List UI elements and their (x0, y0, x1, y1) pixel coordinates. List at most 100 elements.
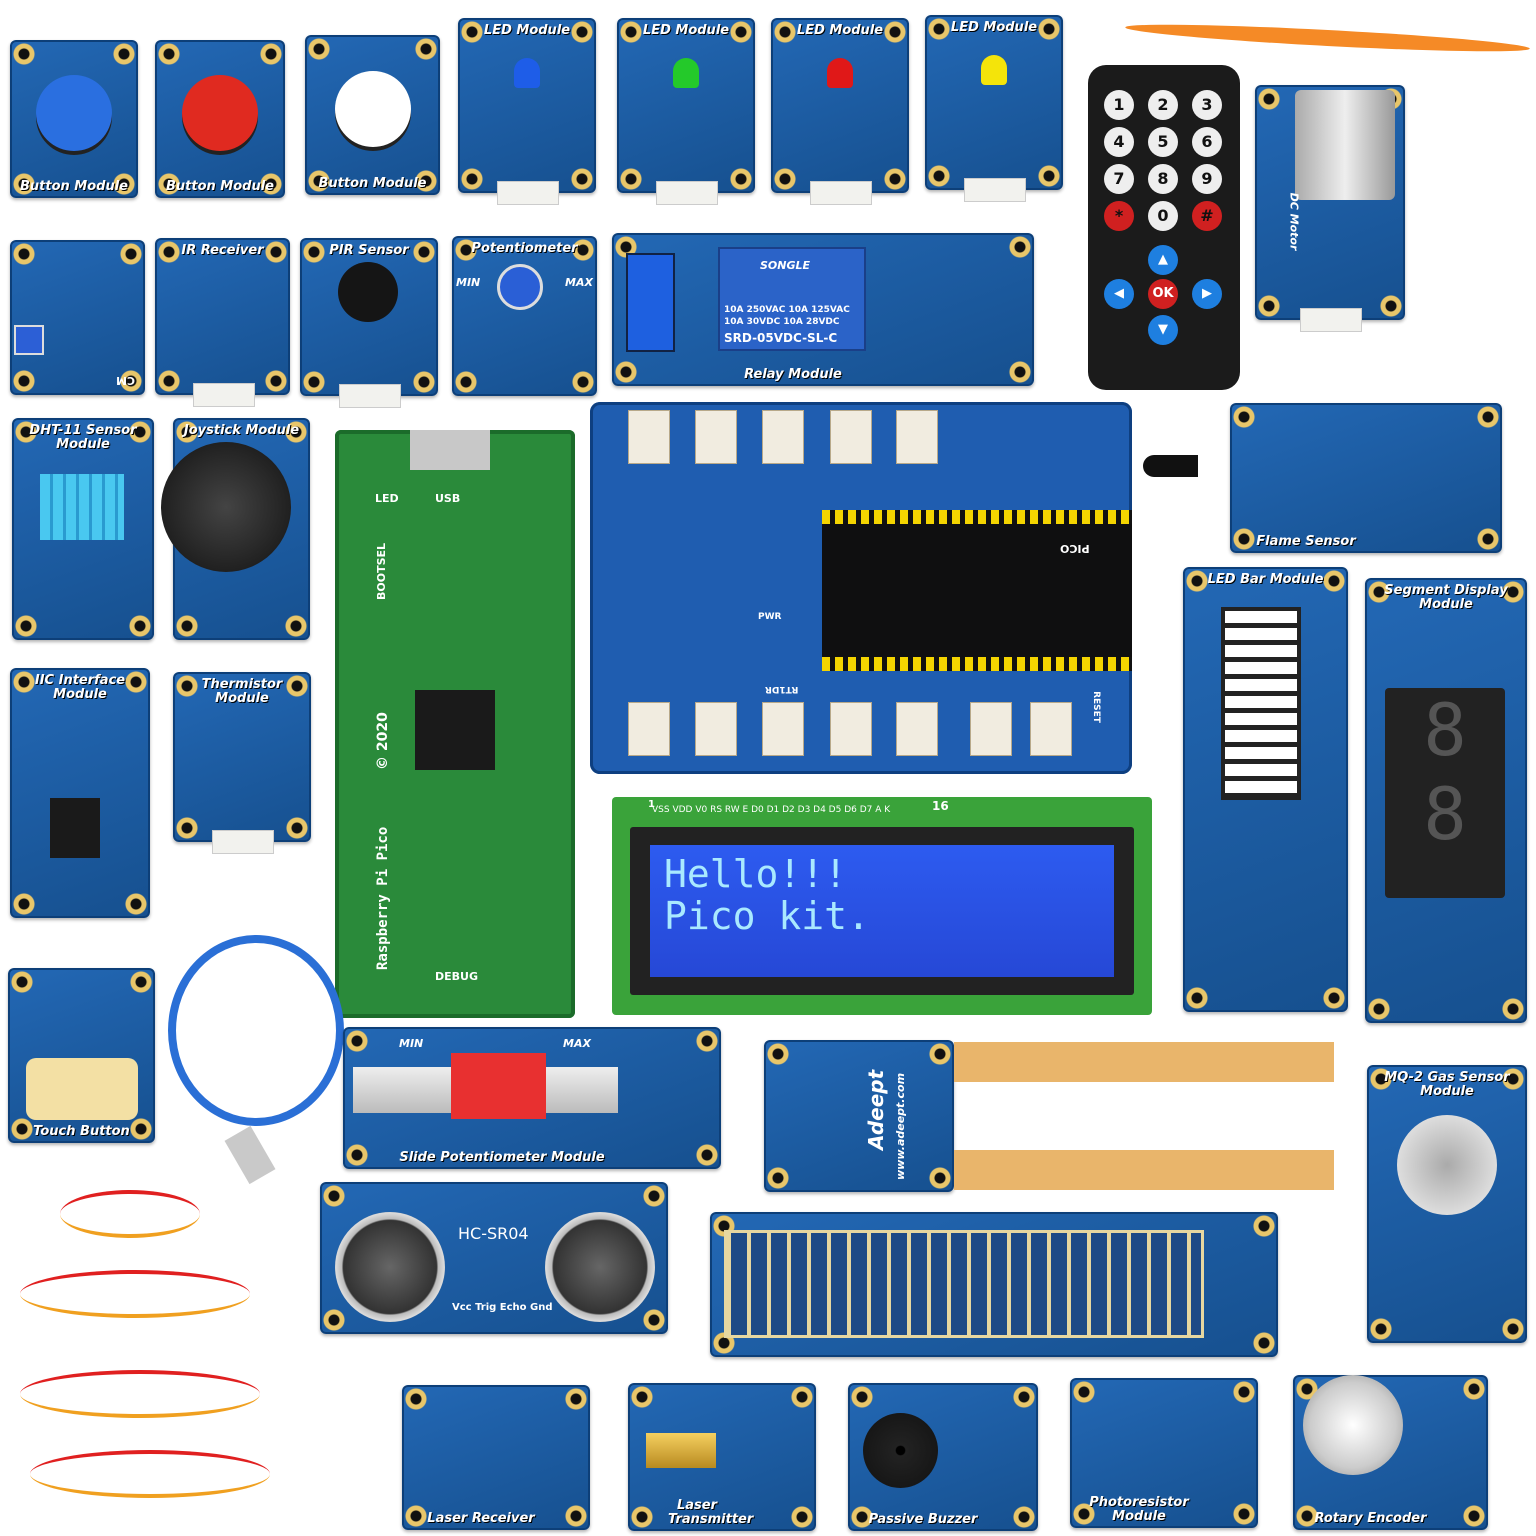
module-label: Relay Module (744, 367, 842, 382)
potentiometer-module: Potentiometer MIN MAX (452, 236, 597, 396)
module-label: IR Receiver (181, 243, 264, 258)
lcd-line-1: Hello!!! (664, 852, 848, 896)
hc-sr04-ultrasonic-module: HC-SR04 Vcc Trig Echo Gnd (320, 1182, 668, 1334)
arrow-down-icon: ▼ (1148, 315, 1178, 345)
led-module-red: LED Module (771, 18, 909, 205)
led-label: LED (375, 492, 399, 505)
led-bar-module: LED Bar Module (1183, 567, 1348, 1012)
laser-receiver-module: Laser Receiver (402, 1385, 590, 1530)
module-label: LED Module (796, 23, 884, 38)
gas-sensor (1397, 1115, 1497, 1215)
remote-key: 0 (1148, 201, 1178, 231)
module-label: Laser Receiver (427, 1511, 535, 1526)
push-button (36, 75, 112, 151)
remote-key: 9 (1192, 164, 1222, 194)
connector (1300, 308, 1362, 332)
relay-rating: 10A 30VDC 10A 28VDC (724, 317, 840, 327)
pwr-label: PWR (758, 612, 782, 622)
module-label: LED Module (642, 23, 730, 38)
push-button (334, 71, 411, 147)
dht11-sensor (40, 474, 124, 540)
module-label: Potentiometer (471, 241, 578, 256)
bootsel-label: BOOTSEL (375, 542, 388, 600)
led-icon (827, 58, 853, 88)
encoder-knob (1303, 1375, 1403, 1475)
led-icon (514, 58, 540, 88)
motor (1295, 90, 1395, 200)
terminal-block (626, 253, 675, 352)
remote-key: * (1104, 201, 1134, 231)
remote-key: # (1192, 201, 1222, 231)
min-label: MIN (456, 276, 481, 289)
ultrasonic-transducer (545, 1212, 655, 1322)
jumper-wire (20, 1370, 260, 1418)
lcd-line-2: Pico kit. (664, 894, 870, 938)
relay-brand: SONGLE (760, 259, 811, 272)
usb-plug (224, 1125, 276, 1185)
usb-cable (168, 935, 344, 1126)
probe-prong (954, 1150, 1334, 1190)
connector (964, 178, 1026, 202)
remote-key: 3 (1192, 90, 1222, 120)
thermistor-module: Thermistor Module (173, 672, 311, 854)
module-label: Laser Transmitter (668, 1498, 754, 1527)
module-label: MQ-2 Gas Sensor Module (1384, 1070, 1510, 1099)
lcd-pin-labels: VSS VDD V0 RS RW E D0 D1 D2 D3 D4 D5 D6 … (652, 805, 891, 815)
chip (50, 798, 100, 858)
joystick-cap (161, 442, 291, 572)
connector (810, 181, 872, 205)
module-label: Button Module (318, 176, 427, 191)
module-label: Flame Sensor (1256, 534, 1356, 549)
module-label: Joystick Module (183, 423, 300, 438)
button-module-blue: Button Module (10, 40, 138, 198)
min-label: MIN (399, 1037, 424, 1050)
touch-pad (26, 1058, 138, 1120)
passive-buzzer-module: Passive Buzzer (848, 1383, 1038, 1531)
arrow-right-icon: ▶ (1192, 279, 1222, 309)
led-module-green: LED Module (617, 18, 755, 205)
max-label: MAX (563, 1037, 591, 1050)
board-year: © 2020 (375, 712, 391, 770)
module-label: PIR Sensor (329, 243, 409, 258)
lcd-bezel: Hello!!! Pico kit. (630, 827, 1134, 995)
jumper-wire (30, 1450, 270, 1498)
max-label: MAX (565, 276, 593, 289)
brand-url: www.adeept.com (894, 1072, 907, 1180)
ir-remote: 1 2 3 4 5 6 7 8 9 * 0 # ▲ ◀ OK ▶ ▼ (1088, 65, 1240, 390)
rp2040-chip (415, 690, 495, 770)
trimmer-potentiometer (14, 325, 44, 355)
ultrasonic-transducer (335, 1212, 445, 1322)
grove-connector (830, 702, 872, 756)
remote-key: 8 (1148, 164, 1178, 194)
remote-key: 6 (1192, 127, 1222, 157)
relay-model: SRD-05VDC-SL-C (724, 331, 838, 345)
grove-connector (628, 410, 670, 464)
jumper-wire (60, 1190, 200, 1238)
connector (656, 181, 718, 205)
led-icon (673, 58, 699, 88)
jumper-wire (20, 1270, 250, 1318)
relay-rating: 10A 250VAC 10A 125VAC (724, 305, 850, 315)
raspberry-pi-pico: USB LED BOOTSEL Raspberry Pi Pico © 2020… (335, 430, 575, 1018)
module-label: Button Module (165, 179, 274, 194)
joystick-module: Joystick Module (161, 418, 310, 640)
touch-button-module: Touch Button (8, 968, 155, 1143)
rotary-encoder-module: Rotary Encoder (1293, 1375, 1488, 1530)
module-label: DC Motor (1287, 192, 1301, 251)
connector (497, 181, 559, 205)
arrow-up-icon: ▲ (1148, 245, 1178, 275)
pico-label: PICO (1060, 542, 1090, 555)
pin-labels: Vcc Trig Echo Gnd (452, 1302, 553, 1313)
module-label: Segment Display Module (1384, 583, 1508, 612)
grove-connector (762, 702, 804, 756)
probe-prong (954, 1042, 1334, 1082)
pin-header (822, 510, 1132, 524)
lcd-screen: Hello!!! Pico kit. (650, 845, 1114, 977)
mq2-gas-sensor-module: MQ-2 Gas Sensor Module (1367, 1065, 1527, 1343)
grove-connector (695, 702, 737, 756)
remote-key: 4 (1104, 127, 1134, 157)
grove-connector (628, 702, 670, 756)
module-label: LED Module (483, 23, 571, 38)
